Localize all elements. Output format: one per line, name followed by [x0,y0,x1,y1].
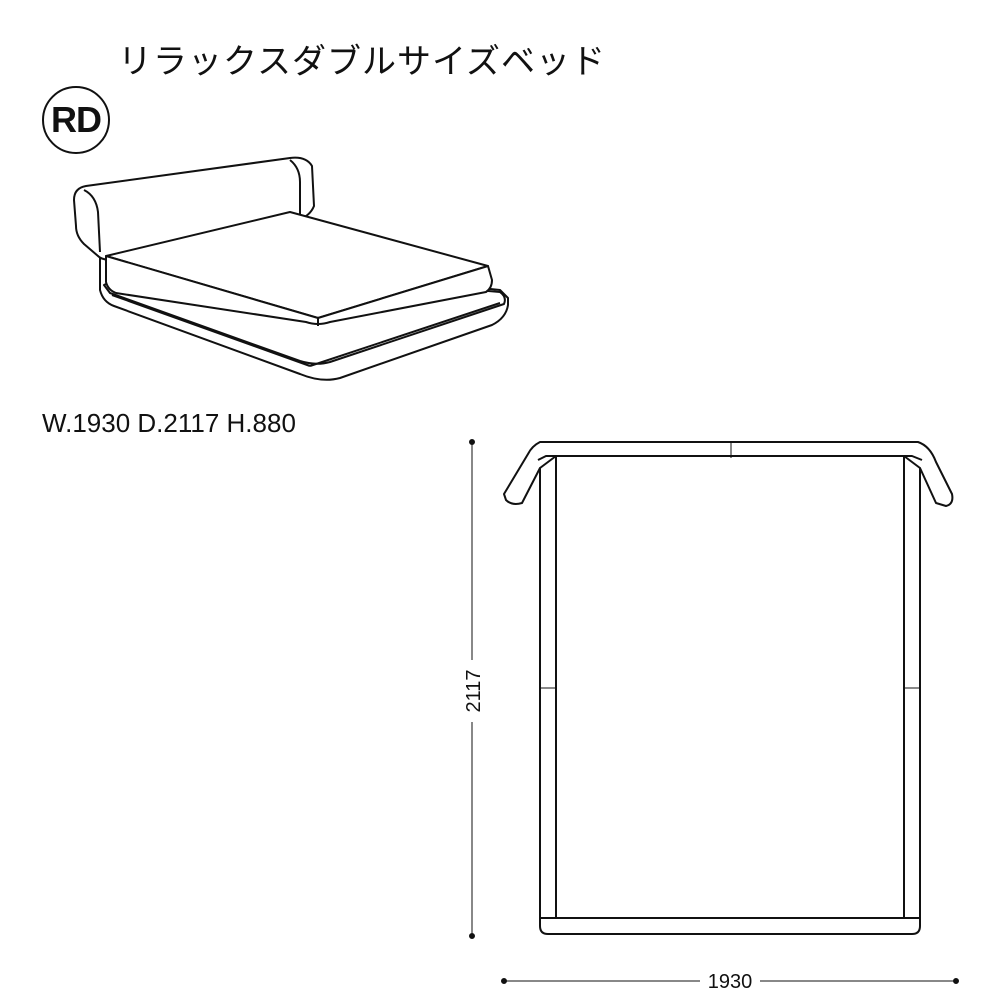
model-code-badge: RD [42,86,110,154]
width-dimension-line [501,978,959,984]
width-label: 1930 [708,971,753,993]
depth-dimension-line [469,439,475,939]
plan-mattress [555,455,905,919]
bed-plan-view [503,441,954,935]
bed-headboard [73,156,315,261]
bed-isometric-illustration [73,156,509,381]
dimensions-text: W.1930 D.2117 H.880 [42,408,296,438]
bed-mattress-side [105,255,493,325]
product-title: リラックスダブルサイズベッド [118,42,606,82]
depth-label: 2117 [463,669,485,712]
